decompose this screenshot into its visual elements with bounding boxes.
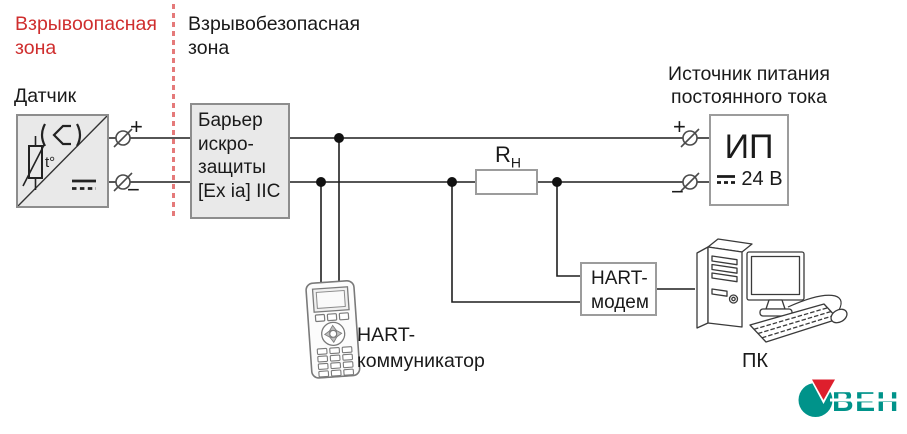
hart-modem-label: HART- модем — [591, 268, 649, 313]
terminals — [113, 128, 700, 192]
sensor-plus-sign: + — [130, 114, 143, 139]
terminal-slash — [113, 172, 133, 192]
barrier-label: Барьер искро- защиты [Ex ia] IIC — [198, 110, 281, 202]
pc-mouse — [830, 308, 848, 324]
resistor-subscript: Н — [510, 154, 522, 171]
communicator-softkeys — [314, 312, 350, 323]
psu-minus-sign: − — [671, 179, 684, 204]
pc-monitor — [746, 251, 805, 317]
hart-modem-box: HART- модем — [580, 262, 657, 316]
junction-dot — [552, 177, 562, 187]
terminal-slash — [680, 128, 700, 148]
thermistor-icon — [22, 136, 45, 190]
sensor-box: t° — [16, 114, 109, 208]
junction-dots — [316, 133, 562, 187]
communicator-keypad — [316, 346, 355, 378]
sensor-minus-sign: − — [127, 177, 140, 202]
owen-logo: ВЕН — [798, 377, 902, 418]
hazardous-zone-label: Взрывоопасная зона — [15, 13, 157, 59]
resistor-symbol: R — [495, 142, 511, 167]
pc-label: ПК — [741, 350, 769, 372]
psu-title: Источник питания постоянного тока — [668, 63, 830, 108]
pc-illustration — [696, 238, 848, 343]
thermocouple-icon — [40, 123, 82, 147]
communicator-dpad — [321, 321, 346, 347]
logo-stripe — [830, 390, 902, 393]
sensor-symbol: t° — [17, 115, 108, 207]
load-resistor-box — [475, 169, 538, 195]
temperature-symbol: t° — [45, 154, 55, 171]
wire-modem-2 — [556, 182, 580, 277]
terminal-slash — [680, 172, 700, 192]
zone-separator-line — [172, 4, 175, 219]
psu-voltage: 24 В — [741, 167, 783, 190]
mouse-cable — [787, 294, 842, 311]
psu-box: ИП 24 В — [709, 114, 789, 206]
terminal-slash — [113, 128, 133, 148]
psu-plus-sign: + — [673, 114, 686, 139]
logo-v-mark — [812, 379, 835, 400]
sensor-diagonal — [17, 115, 108, 207]
junction-dot — [316, 177, 326, 187]
wire-modem-1 — [451, 182, 580, 303]
load-resistor-label: RН — [495, 142, 521, 170]
pc-tower — [696, 238, 753, 329]
junction-dot — [447, 177, 457, 187]
hart-communicator-label: HART- коммуникатор — [357, 324, 485, 372]
logo-stripe — [830, 398, 902, 402]
junction-dot — [334, 133, 344, 143]
safe-zone-label: Взрывобезопасная зона — [188, 13, 361, 59]
dc-symbol-icon — [717, 174, 736, 184]
psu-voltage-row: 24 В — [715, 167, 783, 191]
sensor-label: Датчик — [14, 85, 77, 107]
barrier-box: Барьер искро- защиты [Ex ia] IIC — [190, 103, 290, 219]
communicator-screen-inner — [315, 289, 346, 309]
hart-communicator-device — [305, 279, 361, 379]
psu-name: ИП — [724, 127, 774, 166]
dc-symbol-icon — [72, 179, 96, 190]
